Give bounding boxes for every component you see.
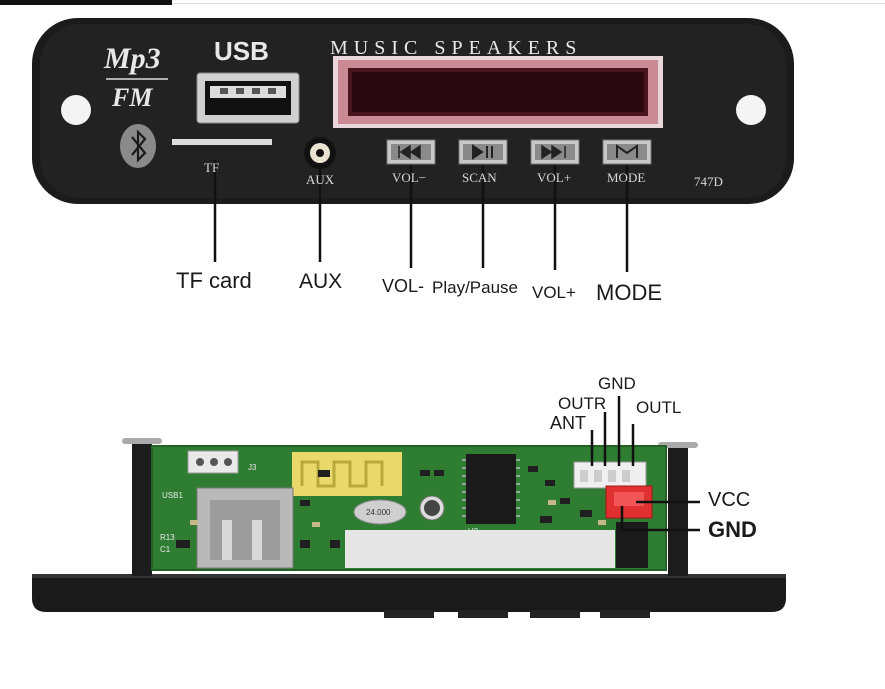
crystal <box>353 499 407 525</box>
display-title: MUSIC SPEAKERS <box>330 37 582 59</box>
silk-c1: C1 <box>160 545 171 554</box>
bluetooth-icon <box>120 124 156 168</box>
logo-mp3: Mp3 <box>103 42 161 75</box>
header-rule <box>172 3 885 4</box>
main-ic <box>466 454 516 524</box>
panel-edge <box>32 574 786 612</box>
usb-label: USB <box>214 36 269 66</box>
button-vol-up <box>530 139 580 165</box>
button-label-vol-down: VOL− <box>392 170 426 185</box>
button-label-vol-up: VOL+ <box>537 170 571 185</box>
aux-jack <box>304 137 336 169</box>
led-display <box>333 56 663 128</box>
bt-antenna <box>292 452 402 496</box>
signal-connector <box>573 461 647 489</box>
callout-mode: MODE <box>596 280 662 305</box>
callout-play-pause: Play/Pause <box>432 278 518 297</box>
play-pause-icon <box>472 144 493 160</box>
tf-slot-label: TF <box>204 160 219 175</box>
header-bar <box>0 0 172 5</box>
model-number: 747D <box>694 174 723 189</box>
callout-gnd: GND <box>708 517 757 542</box>
button-scan <box>458 139 508 165</box>
mount-hole-right <box>736 95 766 125</box>
callout-vol-up: VOL+ <box>532 283 576 302</box>
usb-port <box>196 72 300 124</box>
silk-u3: U3 <box>468 527 479 536</box>
callout-outl: OUTL <box>636 398 682 417</box>
button-vol-down <box>386 139 436 165</box>
silk-j3: J3 <box>248 463 257 472</box>
mount-hole-left <box>61 95 91 125</box>
callout-lines-top <box>213 160 629 272</box>
callout-vcc: VCC <box>708 489 751 511</box>
next-track-icon <box>541 144 566 160</box>
callout-outr: OUTR <box>558 394 607 413</box>
button-label-scan: SCAN <box>462 170 497 185</box>
mode-m-icon <box>616 144 638 158</box>
button-mode <box>602 139 652 165</box>
prev-track-icon <box>398 144 421 160</box>
callout-lines-bottom <box>590 396 700 532</box>
logo-fm: FM <box>111 83 153 112</box>
callout-ant: ANT <box>550 413 586 433</box>
callout-vol-down: VOL- <box>382 276 425 296</box>
tf-slot <box>172 139 272 145</box>
usb-connector <box>196 487 294 569</box>
aux-label: AUX <box>306 172 335 187</box>
silk-crystal: 24.000 <box>366 508 391 517</box>
callout-tf-card: TF card <box>176 268 252 293</box>
callout-gnd-top: GND <box>598 374 636 393</box>
button-label-mode: MODE <box>607 170 645 185</box>
standoff-left <box>132 442 152 576</box>
callout-aux: AUX <box>299 270 343 293</box>
standoff-right <box>668 446 688 576</box>
silk-usb1: USB1 <box>162 491 183 500</box>
display-module <box>345 530 615 568</box>
silk-r13: R13 <box>160 533 175 542</box>
